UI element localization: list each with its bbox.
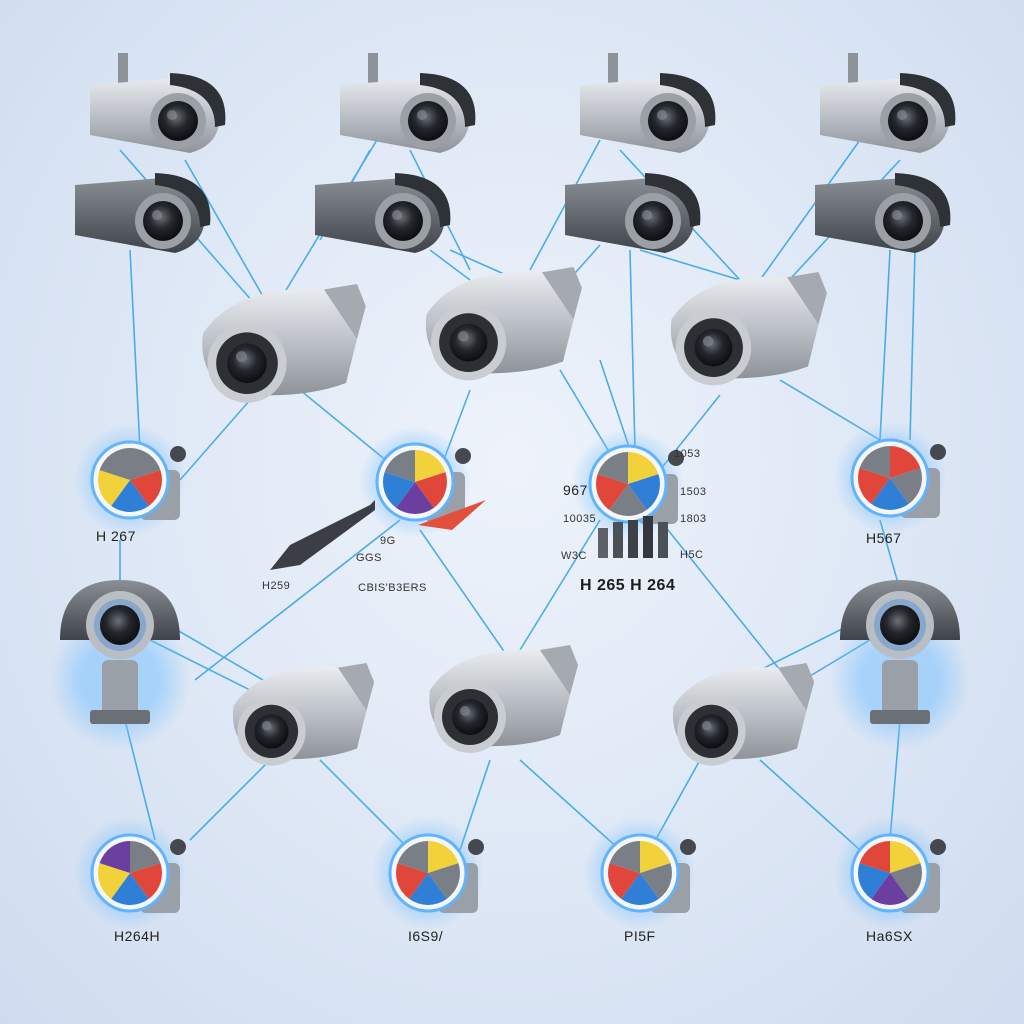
chart-tick-g: H259 — [262, 580, 291, 592]
pie-node-icon — [359, 426, 471, 538]
chart-tick-e: W3C — [561, 550, 587, 562]
pie-slice — [397, 841, 428, 873]
pie-slice — [111, 480, 149, 513]
pie-slice — [415, 472, 447, 508]
pie-slice — [640, 840, 671, 873]
pie-slice — [890, 863, 922, 899]
camera-group — [50, 53, 970, 766]
pie-slice — [130, 863, 162, 899]
pie-node-icon — [372, 817, 484, 929]
bullet-camera-icon — [565, 173, 701, 253]
pie-slice — [871, 873, 909, 905]
pie-slice — [628, 452, 659, 484]
mini-bar-chart — [598, 516, 668, 558]
codec-label-pair: H 265 H 264 — [580, 577, 676, 594]
wall-mount-camera-icon — [830, 580, 970, 750]
dome-camera-icon — [670, 272, 827, 386]
pie-node-icon — [834, 422, 946, 534]
pie-slice — [609, 841, 640, 873]
bullet-camera-icon — [820, 53, 956, 153]
chart-tick-b: 1503 — [680, 486, 707, 498]
dome-camera-icon — [202, 284, 366, 403]
chart-tick-c: 1803 — [680, 513, 707, 525]
chart-tick-a: 1053 — [674, 448, 701, 460]
dome-camera-icon — [232, 663, 375, 766]
pie-slice — [857, 468, 890, 504]
pie-slice — [384, 450, 415, 482]
codec-label-center: 967 — [563, 482, 588, 498]
pie-slice — [640, 863, 672, 899]
bottom-label-1: H264H — [114, 928, 161, 944]
pie-slice — [111, 873, 149, 905]
bottom-label-3: PI5F — [624, 928, 656, 944]
chart-tick-h: GGS — [356, 552, 382, 564]
pie-node-icon — [834, 817, 946, 929]
bullet-camera-icon — [75, 173, 211, 253]
pie-slice — [396, 482, 434, 514]
pie-slice — [595, 474, 628, 510]
chart-tick-d: 10035 — [563, 513, 597, 525]
bottom-label-2: I6S9/ — [408, 928, 444, 944]
dome-camera-icon — [429, 645, 578, 753]
pie-slice — [857, 863, 890, 899]
bullet-camera-icon — [815, 173, 951, 253]
pie-slice — [98, 470, 130, 506]
pie-slice — [130, 448, 161, 480]
pie-slice — [890, 468, 922, 504]
pie-slice — [859, 446, 890, 478]
pie-slice — [597, 452, 628, 484]
bullet-camera-icon — [340, 53, 476, 153]
pie-slice — [99, 448, 130, 480]
pie-slice — [98, 863, 130, 899]
bullet-camera-icon — [315, 173, 451, 253]
pie-slice — [415, 450, 446, 482]
mini-line-chart — [270, 500, 486, 570]
pie-slice — [621, 873, 659, 905]
pie-slice — [859, 841, 890, 873]
pie-slice — [99, 841, 130, 873]
pie-slice — [130, 470, 162, 506]
chart-tick-i: 9G — [380, 535, 396, 547]
codec-label-right: H567 — [866, 530, 902, 546]
pie-slice — [409, 873, 447, 905]
pie-slice — [130, 841, 161, 873]
pie-slice — [628, 474, 660, 510]
pie-node-icon — [74, 817, 186, 929]
pie-slice — [428, 863, 460, 899]
pie-slice — [382, 472, 415, 508]
wall-mount-camera-icon — [50, 580, 190, 750]
pie-slice — [609, 484, 647, 516]
pie-node-icon — [584, 817, 696, 929]
pie-node-icon — [572, 428, 684, 540]
dome-camera-icon — [425, 267, 582, 381]
codec-label-left: H 267 — [96, 528, 136, 544]
dome-camera-icon — [672, 663, 815, 766]
pie-slice — [890, 446, 921, 478]
bullet-camera-icon — [580, 53, 716, 153]
chart-tick-j: CBIS'B3ERS — [358, 582, 427, 594]
pie-slice — [871, 478, 909, 511]
pie-node-icon — [74, 424, 186, 536]
pie-slice — [428, 841, 459, 873]
pie-slice — [396, 863, 428, 899]
pie-nodes — [74, 422, 946, 929]
bullet-camera-icon — [90, 53, 226, 153]
bottom-label-4: Ha6SX — [866, 928, 913, 944]
pie-slice — [607, 863, 640, 899]
chart-tick-f: H5C — [680, 549, 704, 561]
pie-slice — [890, 840, 921, 873]
